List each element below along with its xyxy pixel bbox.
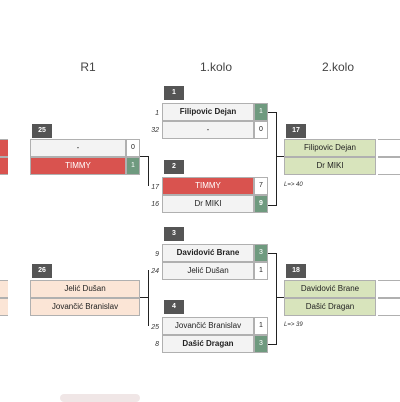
kolo1-m4-bottom-score: 3 [254,335,268,353]
r1-m26-top-name: Jelić Dušan [30,280,140,298]
decorative-smudge [60,394,140,402]
bracket-edge-left [0,139,8,157]
seed: 17 [151,184,159,191]
kolo1-m2-bottom-score: 9 [254,195,268,213]
kolo1-m2-top-name: TIMMY [162,177,254,195]
connector-line [276,156,284,157]
kolo1-m1-top-name: Filipovic Dejan [162,103,254,121]
match-number-26: 26 [32,264,52,278]
bracket-edge-left [0,298,8,316]
kolo1-m3-bottom-name: Jelić Dušan [162,262,254,280]
bracket-edge-right [378,157,400,175]
r1-m25-bottom-score: 1 [126,157,140,175]
r1-m25-top-name: - [30,139,126,157]
connector-line [276,112,277,206]
loser-note: L=> 40 [284,182,303,188]
kolo2-m18-bottom-name: Dašić Dragan [284,298,376,316]
r1-m25-top-score: 0 [126,139,140,157]
kolo1-m4-top-name: Jovančić Branislav [162,317,254,335]
r1-m25-bottom-name: TIMMY [30,157,126,175]
connector-line [268,205,276,206]
loser-note: L=> 39 [284,322,303,328]
bracket-edge-right [378,139,400,157]
seed: 32 [151,127,159,134]
kolo1-m1-bottom-score: 0 [254,121,268,139]
kolo1-m4-top-score: 1 [254,317,268,335]
seed: 25 [151,324,159,331]
kolo1-m4-bottom-name: Dašić Dragan [162,335,254,353]
seed: 24 [151,268,159,275]
kolo1-m3-bottom-score: 1 [254,262,268,280]
kolo1-m1-top-score: 1 [254,103,268,121]
connector-line [276,297,284,298]
round-title-kolo1: 1.kolo [199,60,233,74]
seed: 1 [155,110,159,117]
connector-line [148,156,149,186]
match-number-1: 1 [164,86,184,100]
bracket-edge-left [0,280,8,298]
kolo1-m1-bottom-name: - [162,121,254,139]
round-title-kolo2: 2.kolo [321,60,355,74]
kolo1-m3-top-score: 3 [254,244,268,262]
match-number-2: 2 [164,160,184,174]
connector-line [268,253,276,254]
bracket-edge-right [378,280,400,298]
bracket-edge-right [378,298,400,316]
seed: 9 [155,251,159,258]
match-number-3: 3 [164,227,184,241]
connector-line [268,344,276,345]
kolo1-m3-top-name: Davidović Brane [162,244,254,262]
connector-line [268,112,276,113]
connector-line [140,297,148,298]
kolo1-m2-top-score: 7 [254,177,268,195]
round-title-r1: R1 [80,60,96,74]
connector-line [140,156,148,157]
kolo2-m17-bottom-name: Dr MIKI [284,157,376,175]
r1-m26-bottom-name: Jovančić Branislav [30,298,140,316]
kolo2-m17-top-name: Filipovic Dejan [284,139,376,157]
match-number-4: 4 [164,300,184,314]
match-number-18: 18 [286,264,306,278]
seed: 8 [155,341,159,348]
match-number-25: 25 [32,124,52,138]
kolo1-m2-bottom-name: Dr MIKI [162,195,254,213]
connector-line [276,253,277,345]
seed: 16 [151,201,159,208]
bracket-edge-left [0,157,8,175]
match-number-17: 17 [286,124,306,138]
connector-line [148,270,149,326]
kolo2-m18-top-name: Davidović Brane [284,280,376,298]
